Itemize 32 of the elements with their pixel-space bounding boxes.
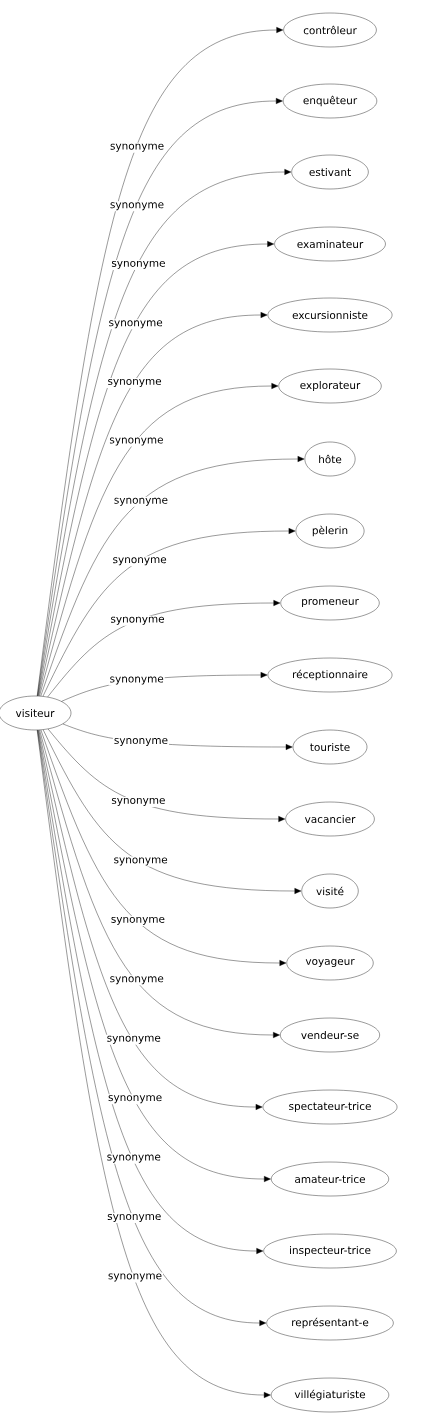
arrow — [40, 729, 287, 966]
arrow — [42, 729, 302, 894]
arrow — [38, 729, 271, 1182]
edge-label: synonyme — [106, 377, 163, 388]
arrow — [38, 729, 263, 1110]
edge-label: synonyme — [108, 201, 166, 212]
arrow — [47, 728, 286, 822]
edge-label: synonyme — [107, 1094, 164, 1105]
edge-label: synonyme — [107, 319, 164, 330]
edge-label: synonyme — [109, 142, 166, 153]
edge-label: synonyme — [106, 1213, 163, 1224]
arrow — [39, 383, 279, 697]
edge-label: synonyme — [108, 975, 165, 986]
arrow — [40, 456, 305, 697]
edge-label: synonyme — [108, 436, 165, 447]
arrow — [42, 528, 296, 697]
edge-label: synonyme — [109, 915, 166, 926]
edge-label: synonyme — [110, 796, 167, 807]
edge-label: synonyme — [110, 259, 167, 270]
arrow — [38, 312, 268, 697]
edge-label: synonyme — [112, 496, 169, 507]
edge-label: synonyme — [105, 1034, 162, 1045]
edge-label: synonyme — [108, 675, 165, 686]
arrow — [39, 729, 280, 1038]
edge-label: synonyme — [106, 1272, 164, 1283]
edge-label: synonyme — [112, 737, 169, 748]
edge-label: synonyme — [109, 615, 166, 626]
arrow — [47, 600, 281, 698]
arrow — [37, 241, 274, 697]
edge-label: synonyme — [111, 556, 168, 567]
edge-label: synonyme — [105, 1153, 162, 1164]
edge-label: synonyme — [112, 856, 169, 867]
